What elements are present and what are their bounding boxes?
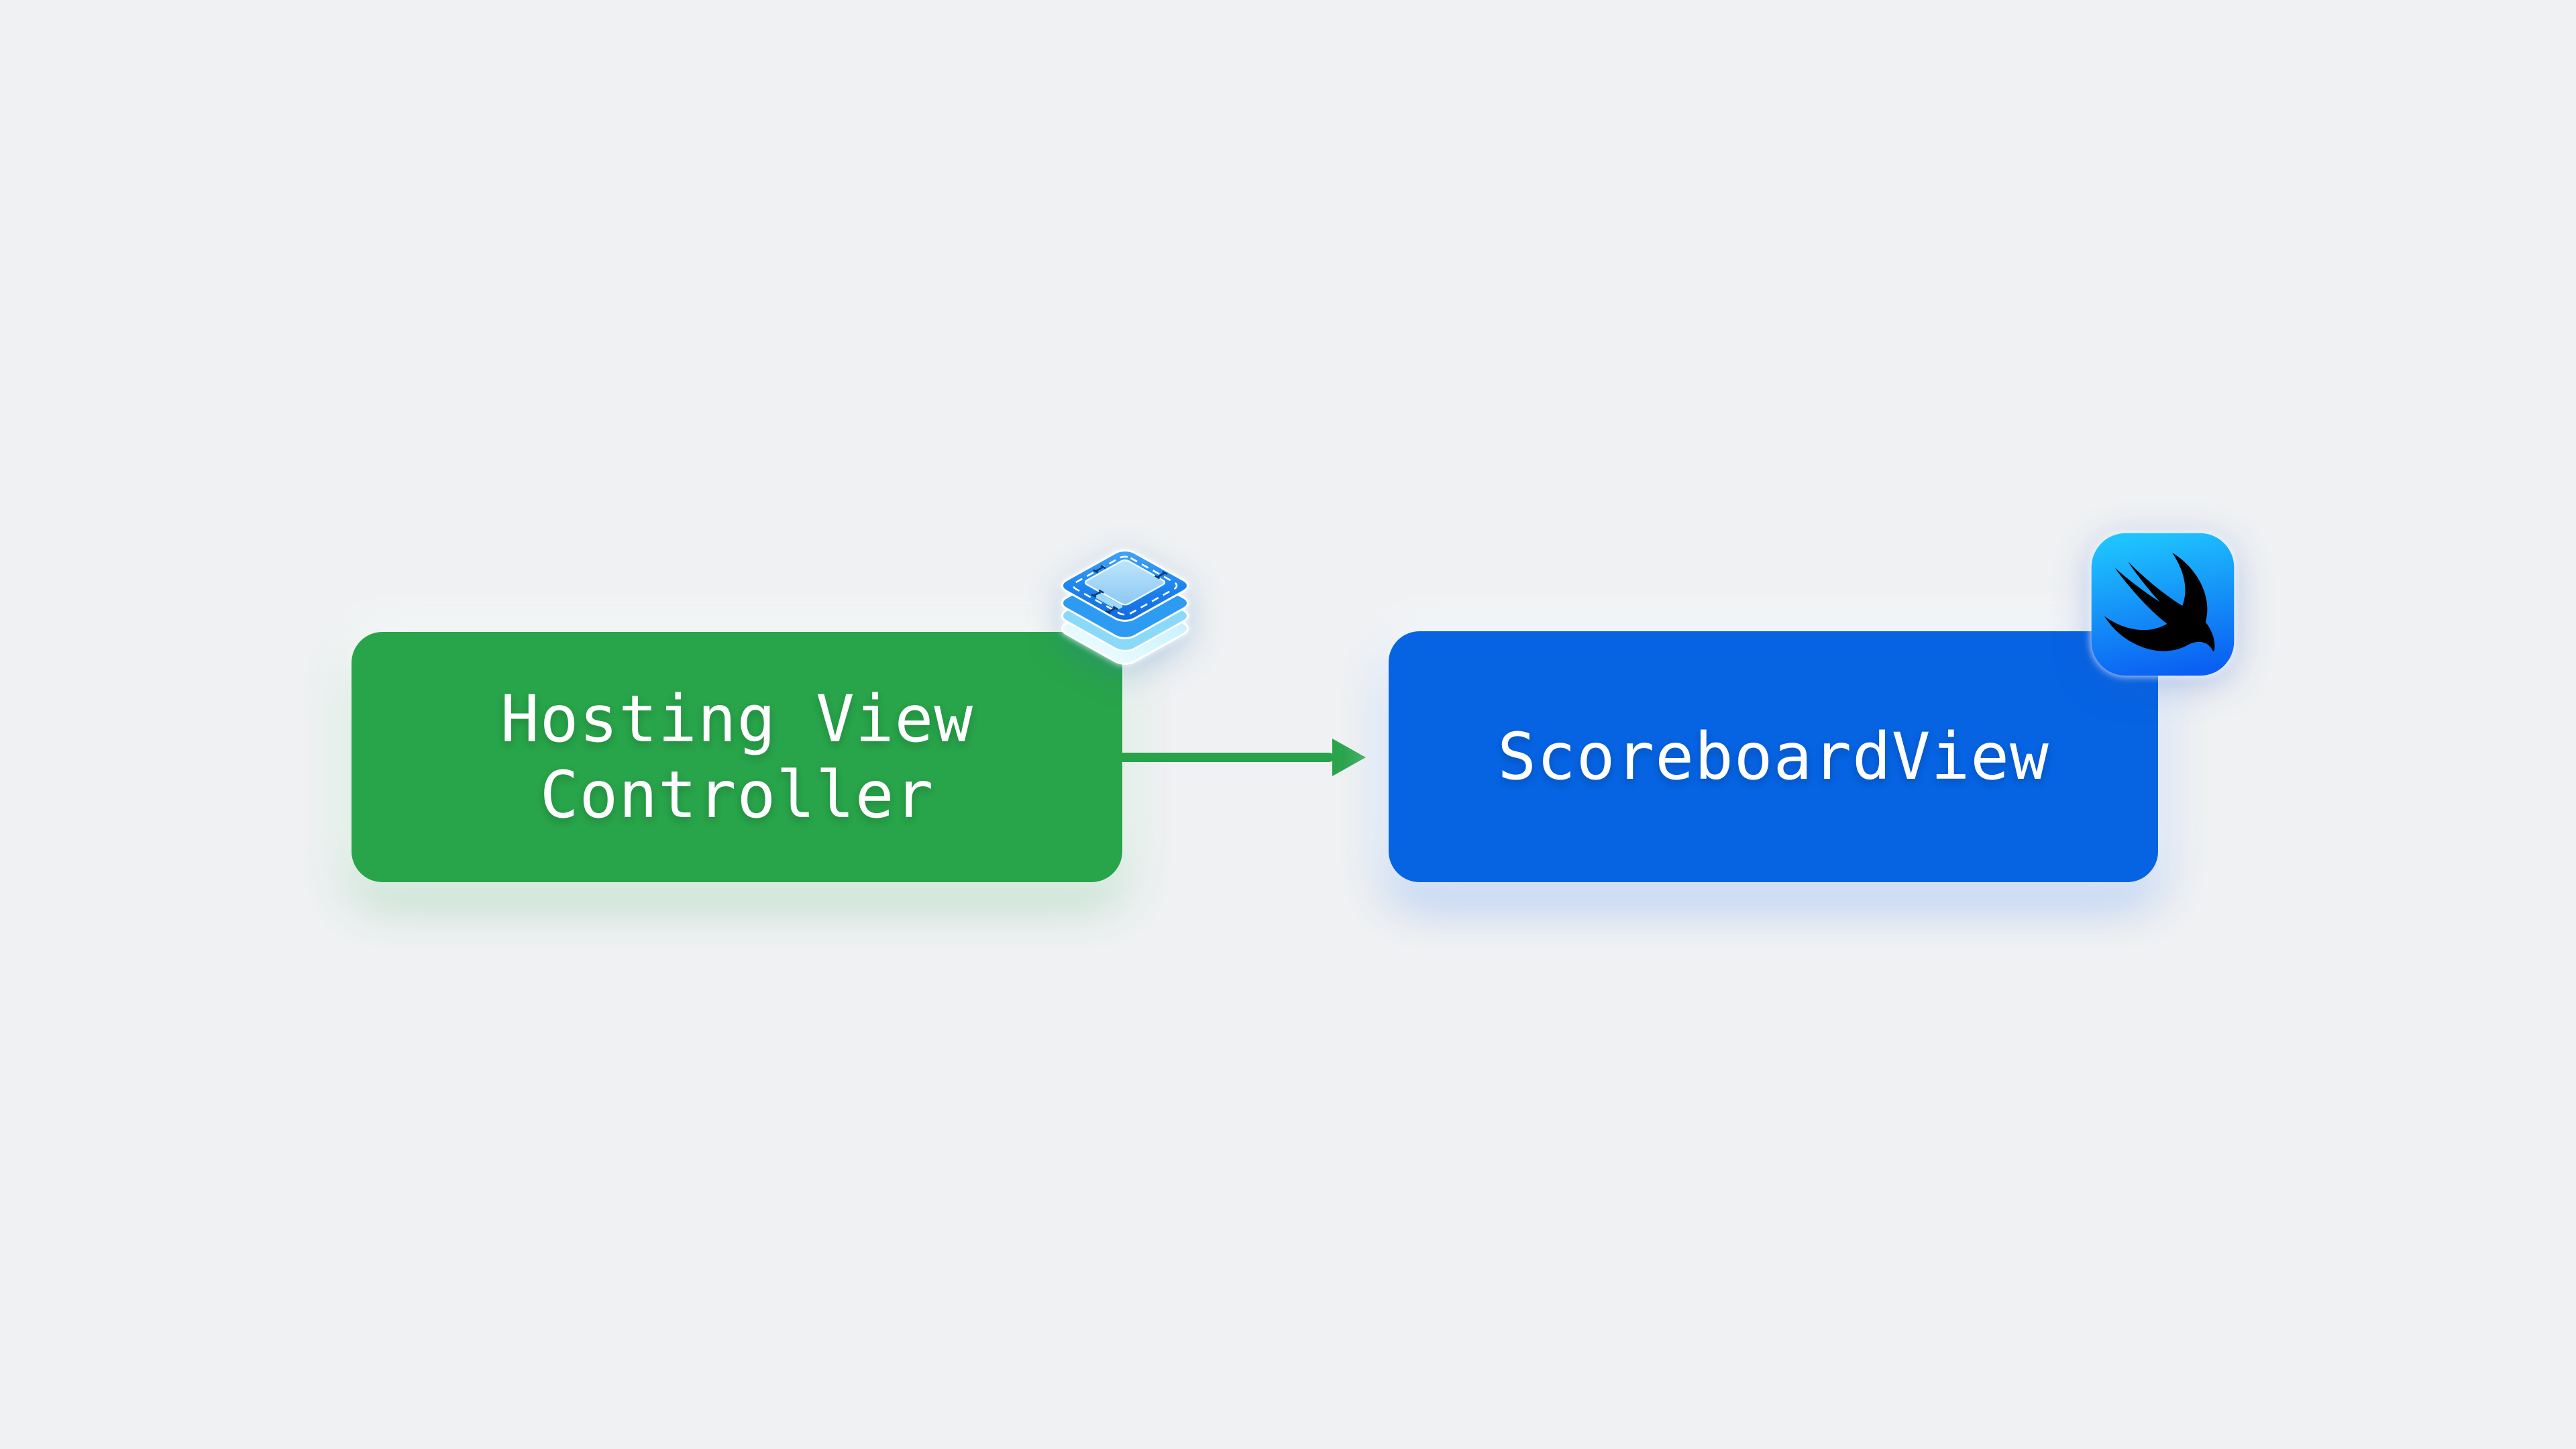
connector-arrow-line [1119, 753, 1334, 762]
uikit-framework-icon [1048, 523, 1202, 684]
swiftui-swift-icon [2090, 531, 2236, 678]
node-scoreboard-view: ScoreboardView [1389, 631, 2158, 882]
node-hosting-view-controller: Hosting View Controller [352, 632, 1122, 882]
node-hosting-label-line2: Controller [539, 757, 934, 833]
node-scoreboard-label: ScoreboardView [1497, 718, 2049, 794]
node-hosting-label: Hosting View Controller [500, 682, 973, 833]
node-hosting-label-line1: Hosting View [500, 682, 974, 757]
connector-arrow-head [1332, 739, 1366, 776]
